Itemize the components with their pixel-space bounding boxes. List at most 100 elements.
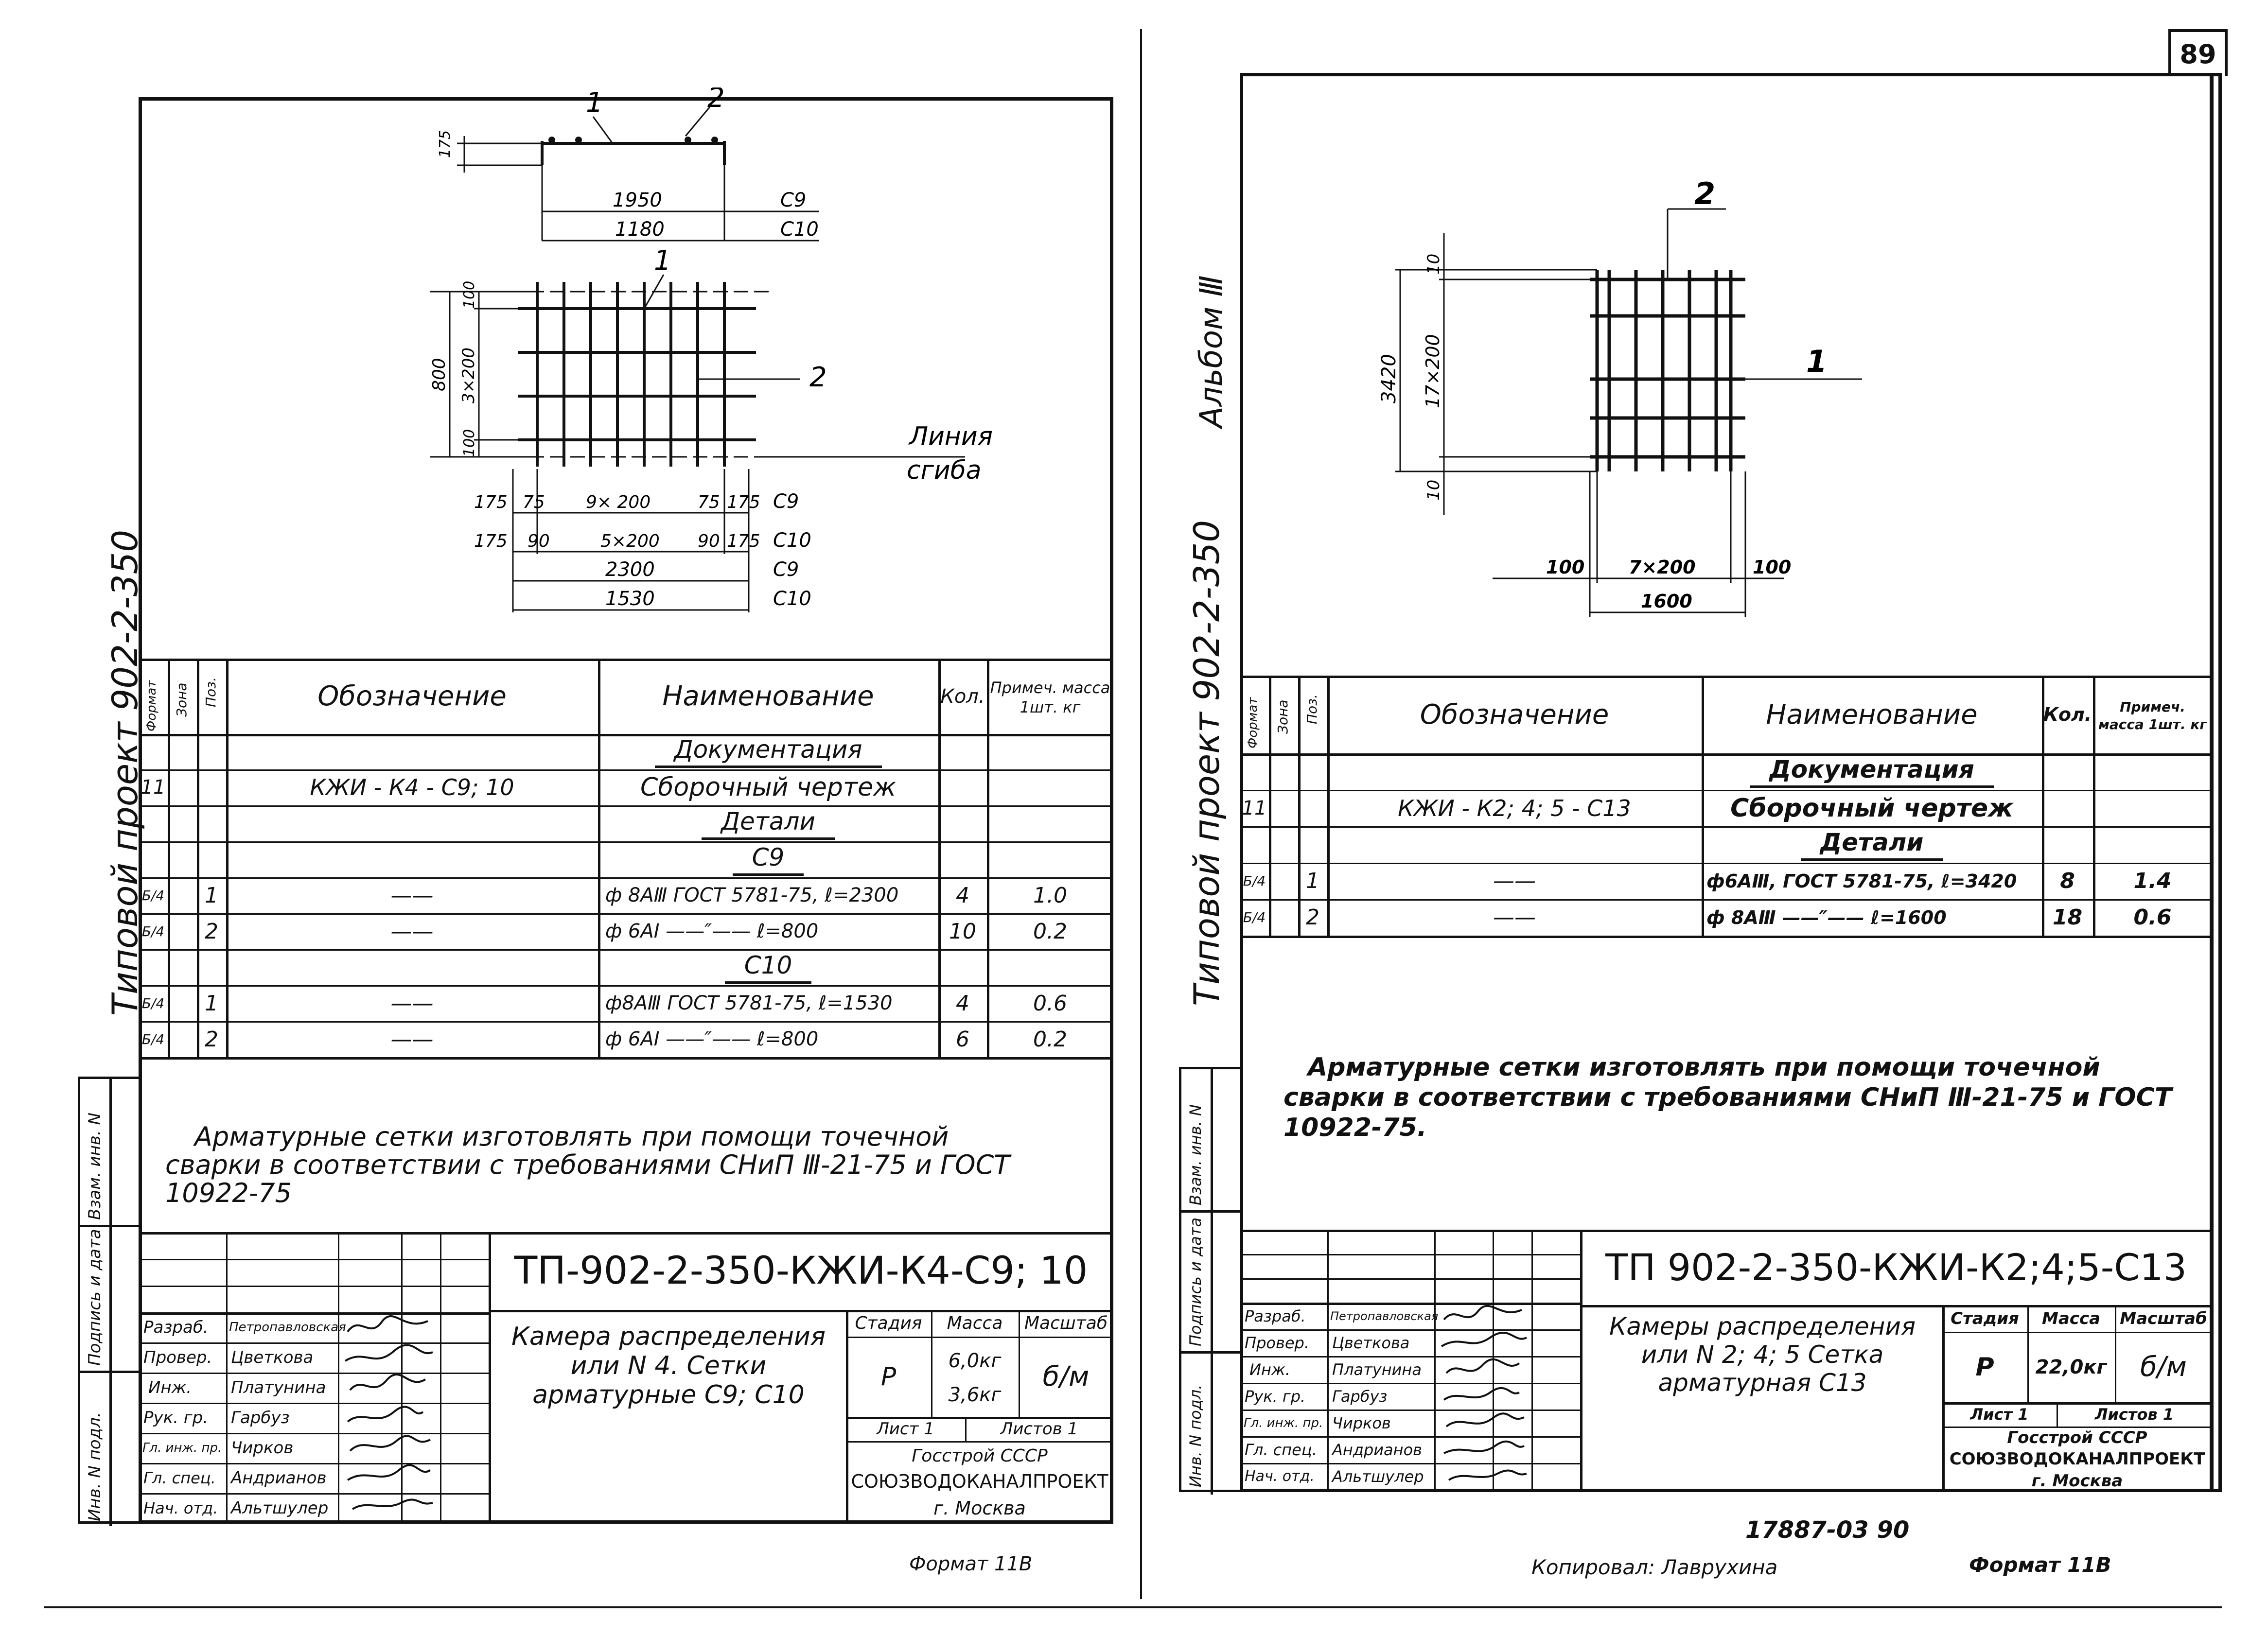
right-name-6: Андрианов <box>1332 1440 1423 1459</box>
left-c10-row2-pos: 2 <box>205 1027 218 1052</box>
left-row-assembly-name: Сборочный чертеж <box>640 773 896 802</box>
left-section-details: Детали <box>598 805 938 841</box>
left-c9-label-a: С9 <box>780 189 806 211</box>
right-dim-17x200: 17×200 <box>1422 334 1443 408</box>
left-role-6: Гл. спец. <box>143 1469 216 1487</box>
left-section-docs: Документация <box>598 734 938 769</box>
left-title-block: ТП-902-2-350-КЖИ-К4-С9; 10 Камера распре… <box>139 1232 1113 1524</box>
right-role-6: Гл. спец. <box>1245 1440 1317 1459</box>
right-org3: г. Москва <box>2031 1471 2123 1491</box>
left-c9-row1-pos: 1 <box>205 883 218 908</box>
left-role-4: Рук. гр. <box>143 1408 209 1427</box>
right-sheets-total: Листов 1 <box>2094 1405 2174 1424</box>
left-stamp-side: Инв. N подл. Подпись и дата Взам. инв. N <box>78 1077 141 1526</box>
left-stage-value: Р <box>880 1362 897 1392</box>
right-stamp-side: Инв. N подл. Подпись и дата Взам. инв. N <box>1179 1067 1242 1495</box>
left-c10-label-b: С10 <box>773 529 811 552</box>
right-row1-designation: —— <box>1493 869 1536 893</box>
left-c9-row2-note: 0.2 <box>1033 919 1067 944</box>
right-row1-pos: 1 <box>1306 869 1319 893</box>
left-org1: Госстрой СССР <box>912 1445 1048 1466</box>
left-role-2: Провер. <box>143 1348 212 1367</box>
left-stamp-sign: Подпись и дата <box>85 1229 105 1366</box>
left-format-label: Формат 11В <box>909 1553 1033 1575</box>
left-dim-800: 800 <box>429 358 449 391</box>
left-c9-row2-format: Б/4 <box>141 923 165 940</box>
left-bend-line-2: сгиба <box>907 456 982 485</box>
right-row-assembly-designation: КЖИ - К2; 4; 5 - С13 <box>1398 795 1631 821</box>
left-pos1-label: 1 <box>586 87 603 119</box>
right-scale-label: Масштаб <box>2120 1308 2207 1328</box>
left-dim-175b: 175 <box>727 492 760 512</box>
right-dim-10a: 10 <box>1424 254 1443 275</box>
right-role-3: Инж. <box>1249 1360 1290 1379</box>
right-title-block: ТП 902-2-350-КЖИ-К2;4;5-С13 Камеры распр… <box>1240 1230 2212 1492</box>
right-section-details: Детали <box>1702 826 2042 863</box>
right-th-qty: Кол. <box>2043 704 2092 725</box>
left-row-assembly-format: 11 <box>141 776 166 799</box>
left-sheet-no: Лист 1 <box>877 1419 934 1439</box>
right-stage-value: Р <box>1975 1352 1994 1382</box>
left-sub-c10: С10 <box>598 949 938 985</box>
left-c10-row1-pos: 1 <box>205 991 218 1016</box>
right-th-designation: Обозначение <box>1420 698 1609 731</box>
right-th-name: Наименование <box>1766 698 1978 731</box>
left-c9-row1-name: ф 8АⅢ ГОСТ 5781-75, ℓ=2300 <box>605 884 899 906</box>
right-dim-10b: 10 <box>1424 480 1443 501</box>
left-dim-5x200: 5×200 <box>600 531 660 551</box>
right-dim-100a: 100 <box>1546 557 1584 578</box>
left-sheets-total: Листов 1 <box>1000 1419 1078 1439</box>
left-dim-100b: 100 <box>461 429 478 457</box>
left-c9-label-c: С9 <box>773 558 799 581</box>
left-dim-75b: 75 <box>698 492 720 512</box>
left-c9-row2-pos: 2 <box>205 919 218 944</box>
left-dim-75a: 75 <box>523 492 545 512</box>
right-note: Арматурные сетки изготовлять при помощи … <box>1283 1053 2172 1142</box>
right-stamp-sign: Подпись и дата <box>1186 1217 1205 1346</box>
left-dim-100: 100 <box>461 281 478 309</box>
left-c10-row1-designation: —— <box>390 991 434 1016</box>
left-stamp-inv: Инв. N подл. <box>85 1412 105 1521</box>
left-doc-title: Камера распределения или N 4. Сетки арма… <box>511 1322 826 1410</box>
left-c10-row2-name: ф 6АI ——″—— ℓ=800 <box>605 1028 819 1050</box>
left-dim-175a: 175 <box>474 492 508 512</box>
left-org2: СОЮЗВОДОКАНАЛПРОЕКТ <box>851 1470 1108 1492</box>
right-row1-format: Б/4 <box>1243 873 1266 889</box>
left-pos2-mesh-label: 2 <box>809 362 827 393</box>
right-section-docs: Документация <box>1702 753 2042 790</box>
left-th-zone: Зона <box>174 682 190 717</box>
left-mass-value2: 3,6кг <box>948 1384 1002 1406</box>
right-scale-value: б/м <box>2140 1351 2187 1383</box>
left-dim-175d: 175 <box>727 531 760 551</box>
left-dim-1950: 1950 <box>613 189 662 211</box>
left-c10-row1-format: Б/4 <box>141 995 165 1011</box>
right-side-label-album: Альбом Ⅲ <box>1194 275 1230 428</box>
left-pos1-mesh-label: 1 <box>654 245 671 277</box>
right-row1-qty: 8 <box>2060 869 2075 893</box>
left-c9-row2-designation: —— <box>390 919 434 944</box>
left-c9-row2-name: ф 6АI ——″—— ℓ=800 <box>605 920 819 942</box>
left-mass-value1: 6,0кг <box>948 1350 1002 1372</box>
right-row1-name: ф6АⅢ, ГОСТ 5781-75, ℓ=3420 <box>1706 870 2017 892</box>
left-stamp-replace: Взам. инв. N <box>85 1113 105 1220</box>
left-c10-label-c: С10 <box>773 588 811 610</box>
right-rebar-drawing: 2 1 10 3420 17×200 10 100 7×200 100 1600 <box>1378 176 1862 617</box>
left-th-designation: Обозначение <box>317 680 507 712</box>
right-th-format: Формат <box>1246 697 1260 749</box>
left-role-3: Инж. <box>148 1378 192 1397</box>
left-rebar-drawing: 1 2 175 1950 С9 1180 С10 1 2 800 100 3×2… <box>429 87 993 612</box>
left-spec-table: Формат Зона Поз. Обозначение Наименовани… <box>139 659 1113 1120</box>
right-name-1: Петропавловская <box>1330 1309 1439 1323</box>
left-name-5: Чирков <box>231 1438 294 1458</box>
left-role-7: Нач. отд. <box>143 1499 218 1517</box>
right-signatures <box>1441 1305 1527 1481</box>
left-stage-label: Стадия <box>855 1313 922 1333</box>
left-dim-175c: 175 <box>474 531 508 551</box>
right-dim-7x200: 7×200 <box>1629 557 1696 578</box>
right-row2-designation: —— <box>1493 905 1536 930</box>
right-side-label-project: Типовой проект 902-2-350 <box>1186 520 1227 1006</box>
right-role-2: Провер. <box>1245 1333 1309 1352</box>
left-bend-line-1: Линия <box>908 422 993 451</box>
right-row2-name: ф 8АⅢ ——″—— ℓ=1600 <box>1706 906 1947 928</box>
right-dim-1600: 1600 <box>1641 591 1692 612</box>
